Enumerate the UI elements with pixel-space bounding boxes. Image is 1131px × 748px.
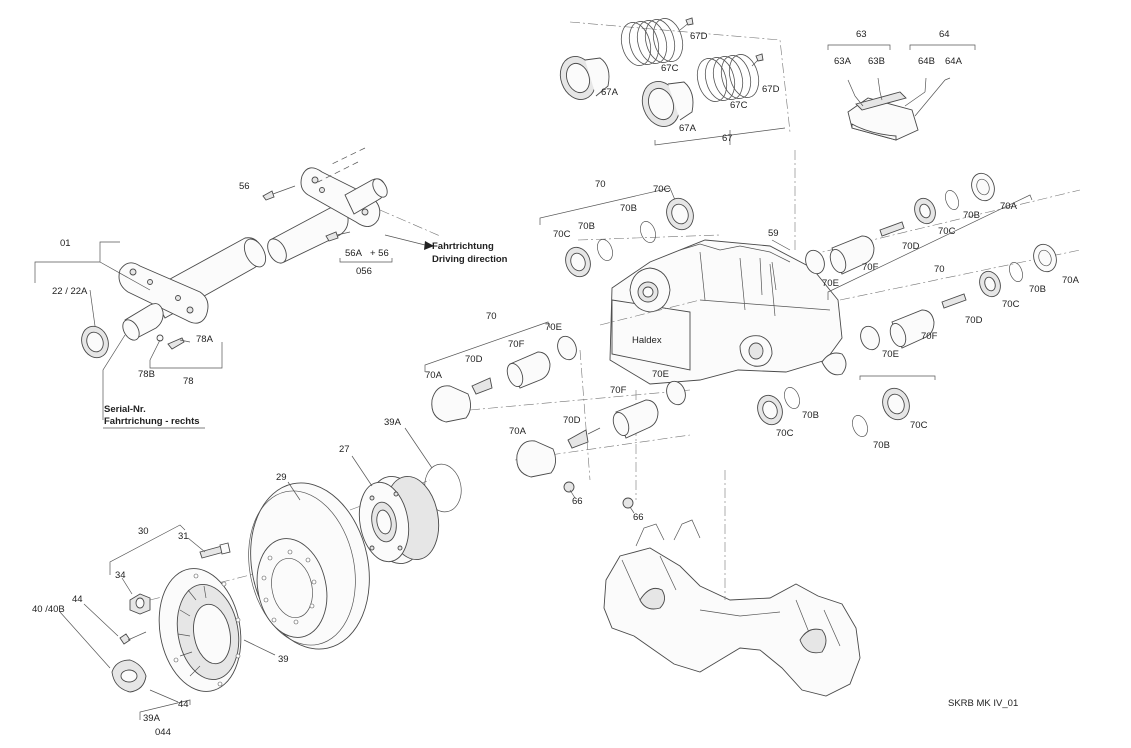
label-70-right: 70 <box>934 264 945 275</box>
label-70c-bottom2: 70C <box>910 420 928 431</box>
label-63: 63 <box>856 29 867 40</box>
label-70f-right: 70F <box>862 262 879 273</box>
label-27: 27 <box>339 444 350 455</box>
label-67: 67 <box>722 133 733 144</box>
label-64a: 64A <box>945 56 963 67</box>
label-39: 39 <box>278 654 289 665</box>
label-plus-56: + 56 <box>370 248 389 259</box>
bellows-group-67 <box>559 17 791 146</box>
abs-ring-39 <box>158 568 276 692</box>
callout-labels: 01 22 / 22A 78A 78B 78 Serial-Nr. Fahrtr… <box>32 29 1080 738</box>
driving-direction-de: Fahrtrichtung <box>432 241 494 252</box>
label-30: 30 <box>138 526 149 537</box>
label-78: 78 <box>183 376 194 387</box>
label-67c-top: 67C <box>661 63 679 74</box>
label-44-top: 44 <box>72 594 83 605</box>
label-40-40b: 40 /40B <box>32 604 65 615</box>
label-70a-right: 70A <box>1000 201 1018 212</box>
label-56a: 56A <box>345 248 363 259</box>
label-39a-bottom: 39A <box>143 713 161 724</box>
label-64: 64 <box>939 29 950 40</box>
caliper-carrier <box>603 470 861 697</box>
label-70d-right2: 70D <box>965 315 983 326</box>
label-70c-right: 70C <box>938 226 956 237</box>
label-59: 59 <box>768 228 779 239</box>
part-group-70-right-upper <box>805 172 1033 300</box>
label-66-right: 66 <box>633 512 644 523</box>
label-67a-top: 67A <box>601 87 619 98</box>
label-63b: 63B <box>868 56 885 67</box>
label-056: 056 <box>356 266 372 277</box>
axle-assembly-01 <box>34 237 267 429</box>
label-56: 56 <box>239 181 250 192</box>
stud-bolt-31 <box>199 542 231 559</box>
label-70a-right2: 70A <box>1062 275 1080 286</box>
cap-044 <box>59 603 191 720</box>
axle-section-056 <box>262 147 441 264</box>
label-67a-lower: 67A <box>679 123 697 134</box>
label-70f-lower: 70F <box>610 385 627 396</box>
caliper-housing-59: Haldex <box>609 239 843 385</box>
label-70c-top: 70C <box>653 184 671 195</box>
driving-direction-en: Driving direction <box>432 254 508 265</box>
label-70f-middle: 70F <box>508 339 525 350</box>
brake-disc-29 <box>248 481 370 650</box>
label-70-top: 70 <box>595 179 606 190</box>
label-70d-right: 70D <box>902 241 920 252</box>
label-44-bottom: 44 <box>178 699 189 710</box>
label-70-middle: 70 <box>486 311 497 322</box>
label-67c-lower: 67C <box>730 100 748 111</box>
label-70b-bottom2: 70B <box>873 440 890 451</box>
label-31: 31 <box>178 531 189 542</box>
label-64b: 64B <box>918 56 935 67</box>
serial-note: Serial-Nr. <box>104 404 146 415</box>
part-group-70-right-lower <box>860 243 1057 351</box>
svg-text:Haldex: Haldex <box>632 335 662 346</box>
label-34: 34 <box>115 570 126 581</box>
label-70a-lower: 70A <box>509 426 527 437</box>
part-group-70-bottom-right <box>757 352 936 437</box>
label-70c-right2: 70C <box>1002 299 1020 310</box>
label-70a-middle: 70A <box>425 370 443 381</box>
label-70b-top: 70B <box>620 203 637 214</box>
label-67d-top: 67D <box>690 31 708 42</box>
label-66-left: 66 <box>572 496 583 507</box>
label-70d-lower: 70D <box>563 415 581 426</box>
label-70c-top2: 70C <box>553 229 571 240</box>
label-70b-bottom: 70B <box>802 410 819 421</box>
label-70b-right2: 70B <box>1029 284 1046 295</box>
label-78b: 78B <box>138 369 155 380</box>
part-group-70-middle <box>424 321 577 423</box>
nut-34 <box>129 593 151 615</box>
label-78a: 78A <box>196 334 214 345</box>
label-70e-lower: 70E <box>652 369 669 380</box>
label-70e-right2: 70E <box>882 349 899 360</box>
label-63a: 63A <box>834 56 852 67</box>
label-70f-right2: 70F <box>921 331 938 342</box>
label-044: 044 <box>155 727 171 738</box>
label-70e-right: 70E <box>822 278 839 289</box>
drawing-id: SKRB MK IV_01 <box>948 698 1018 709</box>
label-70d-middle: 70D <box>465 354 483 365</box>
serial-direction-note: Fahrtrichung - rechts <box>104 416 200 427</box>
label-70b-top2: 70B <box>578 221 595 232</box>
label-22-22a: 22 / 22A <box>52 286 88 297</box>
part-group-70-lower <box>516 380 686 514</box>
label-29: 29 <box>276 472 287 483</box>
seal-ring-22 <box>81 325 109 359</box>
label-39a-top: 39A <box>384 417 402 428</box>
label-01: 01 <box>60 238 71 249</box>
label-67d-lower: 67D <box>762 84 780 95</box>
bracket-30 <box>109 524 206 595</box>
part-group-70-top <box>539 187 694 278</box>
wheel-hub-27 <box>351 455 440 565</box>
brake-pads-63-64 <box>827 44 976 141</box>
label-70e-middle: 70E <box>545 322 562 333</box>
label-70b-right: 70B <box>963 210 980 221</box>
label-70c-bottom: 70C <box>776 428 794 439</box>
